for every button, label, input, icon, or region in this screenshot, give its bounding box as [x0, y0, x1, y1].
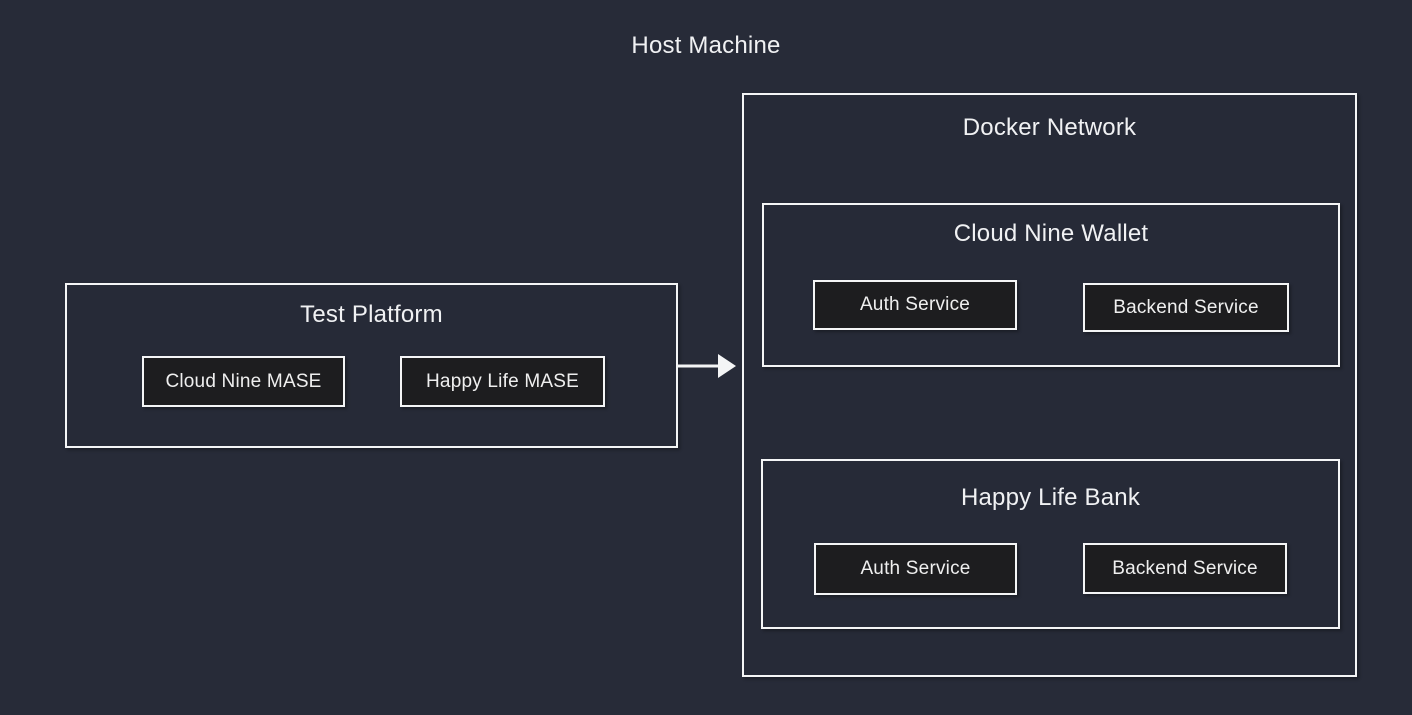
cloud-nine-backend-service-label: Backend Service	[1113, 296, 1259, 318]
happy-life-backend-service-label: Backend Service	[1112, 557, 1258, 579]
happy-life-mase-label: Happy Life MASE	[426, 370, 579, 392]
happy-life-backend-service-node: Backend Service	[1083, 543, 1287, 594]
cloud-nine-auth-service-label: Auth Service	[859, 294, 971, 315]
test-platform-title: Test Platform	[300, 301, 443, 328]
cloud-nine-mase-label: Cloud Nine MASE	[165, 370, 322, 392]
cloud-nine-auth-service-node: Auth Service	[813, 280, 1017, 330]
test-platform-box: Test Platform Cloud Nine MASE Happy Life…	[65, 283, 678, 448]
happy-life-auth-service-node: Auth Service	[814, 543, 1017, 595]
cloud-nine-wallet-title: Cloud Nine Wallet	[953, 220, 1149, 247]
docker-network-box: Docker Network Cloud Nine Wallet Auth Se…	[742, 93, 1357, 677]
happy-life-auth-service-label: Auth Service	[860, 558, 971, 579]
cloud-nine-backend-service-node: Backend Service	[1083, 283, 1289, 332]
cloud-nine-wallet-box: Cloud Nine Wallet Auth Service Backend S…	[762, 203, 1340, 367]
docker-network-title: Docker Network	[962, 114, 1137, 141]
cloud-nine-mase-node: Cloud Nine MASE	[142, 356, 345, 407]
host-machine-label: Host Machine	[631, 32, 781, 59]
happy-life-mase-node: Happy Life MASE	[400, 356, 605, 407]
happy-life-bank-box: Happy Life Bank Auth Service Backend Ser…	[761, 459, 1340, 629]
flow-arrow	[678, 354, 736, 378]
happy-life-bank-title: Happy Life Bank	[960, 484, 1141, 511]
